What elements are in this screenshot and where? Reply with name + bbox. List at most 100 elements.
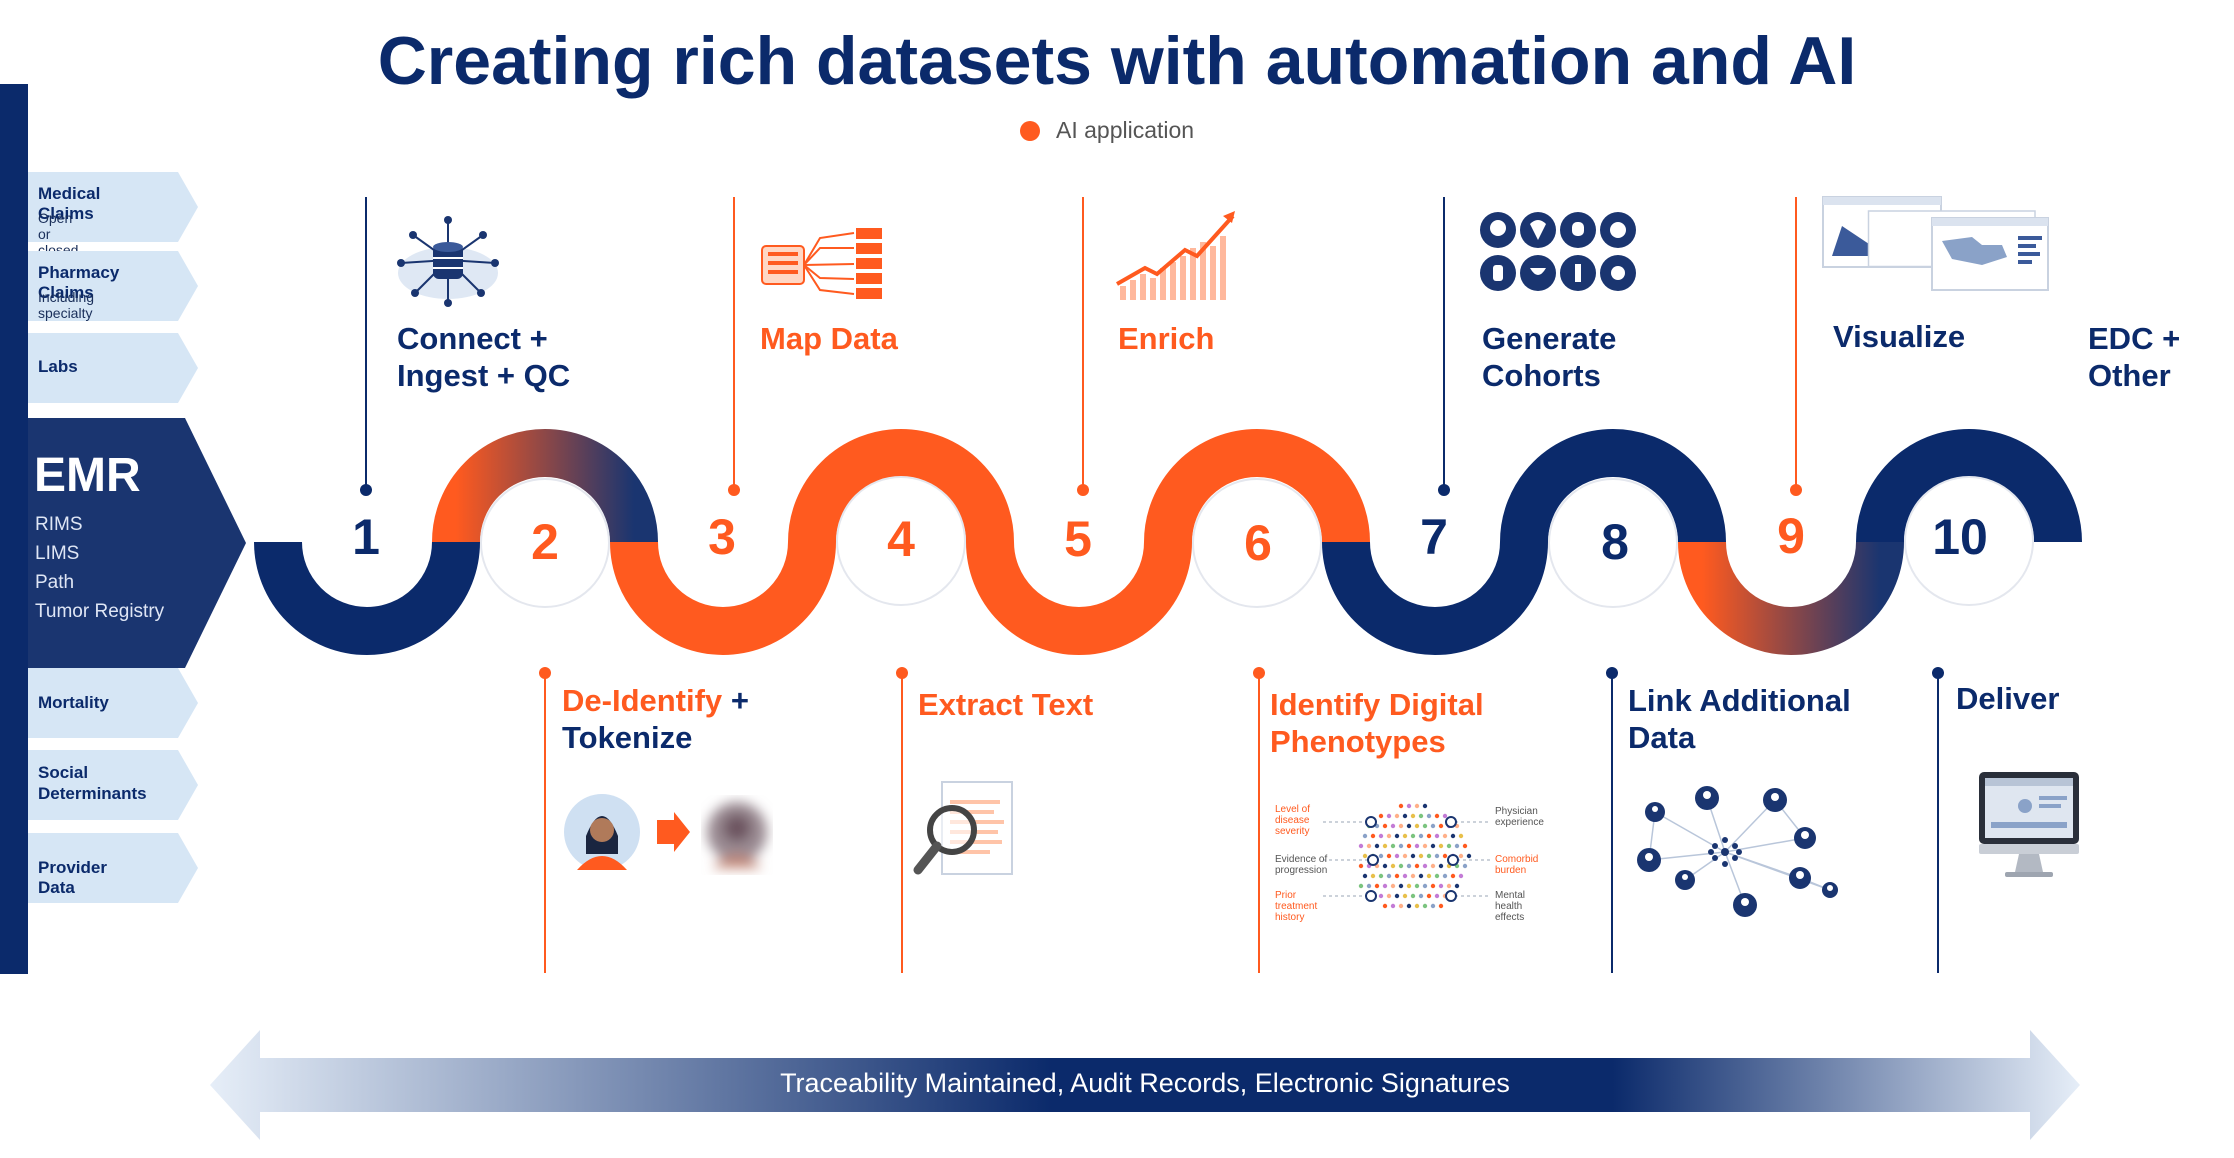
phenotype-left-label: Prior treatment history <box>1275 890 1318 923</box>
phenotype-dot <box>1406 863 1412 869</box>
phenotype-dot <box>1410 873 1416 879</box>
phenotype-dot <box>1458 853 1464 859</box>
source-label: Medical Claims <box>38 184 101 223</box>
phenotype-dot <box>1418 833 1424 839</box>
step-number-7: 7 <box>1420 509 1448 565</box>
label-line: Connect + <box>397 321 548 356</box>
phenotype-dot <box>1394 873 1400 879</box>
phenotype-dot <box>1414 903 1420 909</box>
phenotype-dot <box>1378 873 1384 879</box>
phenotype-dot <box>1434 873 1440 879</box>
phenotype-dot <box>1414 803 1420 809</box>
connector-line-6 <box>1258 673 1260 973</box>
phenotype-dot <box>1398 903 1404 909</box>
phenotype-dot <box>1458 873 1464 879</box>
phenotype-dot <box>1450 833 1456 839</box>
phenotype-dot <box>1406 903 1412 909</box>
document-magnifier-icon <box>913 781 1013 875</box>
label-line: EDC + <box>2088 321 2181 356</box>
step-label-8: Link Additional Data <box>1628 682 1851 756</box>
phenotype-dot <box>1370 873 1376 879</box>
phenotype-dot <box>1378 813 1384 819</box>
phenotype-left-label: Level of disease severity <box>1275 804 1311 837</box>
phenotype-dot <box>1406 843 1412 849</box>
phenotype-dot <box>1358 863 1364 869</box>
phenotype-dot <box>1358 843 1364 849</box>
phenotype-dot <box>1378 853 1384 859</box>
source-label: Labs <box>38 357 78 376</box>
connector-line-8 <box>1611 673 1613 973</box>
step-number-4: 4 <box>887 511 915 567</box>
phenotype-dot <box>1462 863 1468 869</box>
banner-text: Traceability Maintained, Audit Records, … <box>780 1068 1510 1098</box>
phenotype-dot <box>1446 883 1452 889</box>
label-line: Generate <box>1482 321 1617 356</box>
phenotype-dot <box>1398 823 1404 829</box>
phenotype-dot <box>1422 823 1428 829</box>
monitor-icon <box>1979 772 2079 877</box>
step-label-1: Connect + Ingest + QC <box>397 320 570 394</box>
phenotype-dot <box>1394 853 1400 859</box>
phenotype-dot <box>1426 873 1432 879</box>
phenotype-dot <box>1442 833 1448 839</box>
phenotype-dot <box>1410 813 1416 819</box>
phenotype-dot <box>1378 833 1384 839</box>
phenotype-dot <box>1418 873 1424 879</box>
phenotype-dot <box>1422 863 1428 869</box>
connector-line-4 <box>901 673 903 973</box>
label-text: + <box>730 683 749 718</box>
step-number-8: 8 <box>1601 514 1629 570</box>
phenotype-dot <box>1406 883 1412 889</box>
dashboard-screens-icon <box>1822 196 2049 291</box>
phenotype-dot <box>1414 863 1420 869</box>
phenotype-dot <box>1398 843 1404 849</box>
phenotype-dot <box>1422 843 1428 849</box>
phenotype-dot <box>1382 863 1388 869</box>
process-wave <box>254 429 2082 655</box>
source-label: Mortality <box>38 693 109 712</box>
source-sub: Including specialty <box>38 289 95 321</box>
step-label-4: Extract Text <box>918 687 1094 722</box>
phenotype-dot <box>1406 823 1412 829</box>
label-text: De-Identify <box>562 683 723 718</box>
phenotype-dot <box>1390 843 1396 849</box>
phenotype-dot <box>1434 813 1440 819</box>
phenotype-dot <box>1370 833 1376 839</box>
phenotype-dot <box>1386 833 1392 839</box>
step-label-7: Generate Cohorts <box>1482 320 1616 394</box>
phenotype-dot <box>1430 843 1436 849</box>
phenotype-dot <box>1398 883 1404 889</box>
phenotype-dot <box>1394 813 1400 819</box>
data-mapping-icon <box>761 228 882 299</box>
phenotype-dot <box>1362 873 1368 879</box>
phenotype-dot <box>1390 823 1396 829</box>
step-label-6: Identify Digital Phenotypes <box>1270 686 1484 760</box>
phenotype-dot <box>1422 803 1428 809</box>
phenotype-dot <box>1422 903 1428 909</box>
phenotype-dot <box>1430 883 1436 889</box>
phenotype-dot <box>1374 843 1380 849</box>
step-label-10: Deliver <box>1956 681 2060 716</box>
source-label: Pharmacy Claims <box>38 263 120 302</box>
emr-item: LIMS <box>35 543 80 564</box>
phenotype-dot <box>1414 843 1420 849</box>
phenotype-dot <box>1418 853 1424 859</box>
phenotype-dot <box>1414 883 1420 889</box>
ai-legend-dot <box>1020 120 1040 141</box>
phenotype-dot <box>1438 843 1444 849</box>
label-line: Tokenize <box>562 720 693 755</box>
step-label-9: Visualize <box>1833 319 1966 354</box>
phenotype-dot <box>1438 883 1444 889</box>
phenotype-dot <box>1430 823 1436 829</box>
step-number-2: 2 <box>531 514 559 570</box>
step-number-10: 10 <box>1932 509 1988 565</box>
phenotype-dot <box>1402 833 1408 839</box>
phenotype-dot <box>1454 843 1460 849</box>
phenotype-dot <box>1390 883 1396 889</box>
phenotype-dot <box>1386 873 1392 879</box>
phenotype-dot <box>1458 833 1464 839</box>
phenotype-dot <box>1378 893 1384 899</box>
phenotype-dot <box>1434 893 1440 899</box>
phenotype-dot <box>1430 863 1436 869</box>
label-line: Ingest + QC <box>397 358 571 393</box>
